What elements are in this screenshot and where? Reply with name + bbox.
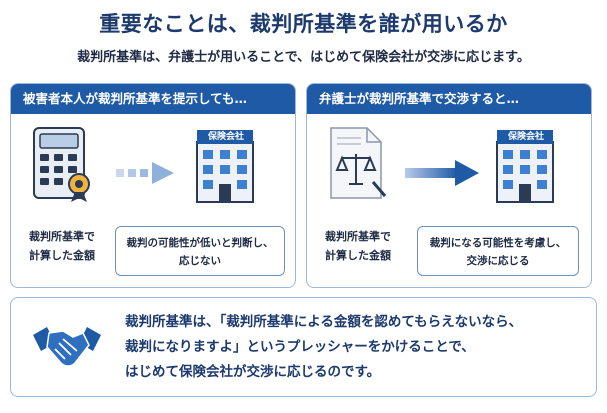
- page-title: 重要なことは、裁判所基準を誰が用いるか: [99, 12, 508, 36]
- panel-self-claim: 被害者本人が裁判所基準を提示しても…: [10, 83, 296, 288]
- amount-caption: 裁判所基準で 計算した金額: [313, 227, 403, 265]
- insurance-building-icon: [191, 128, 261, 206]
- building-sign: 保険会社: [507, 132, 544, 142]
- conclusion-text: 裁判所基準は、「裁判所基準による金額を認めてもらえないなら、 裁判になりますよ」…: [125, 310, 522, 385]
- conclusion-box: 裁判所基準は、「裁判所基準による金額を認めてもらえないなら、 裁判になりますよ」…: [10, 297, 597, 397]
- caption-line: 計算した金額: [325, 249, 391, 262]
- building-sign: 保険会社: [207, 132, 244, 142]
- caption-line: 裁判所基準で: [325, 230, 391, 243]
- note-line: 裁判になる可能性を考慮し、: [429, 237, 567, 249]
- note-line: 裁判の可能性が低いと判断し、: [126, 237, 274, 249]
- caption-line: 計算した金額: [29, 249, 95, 262]
- panel-body: 保険会社 裁判所基準で 計算した金額 裁判になる可能性を考慮し、 交渉に応じる: [307, 114, 591, 287]
- page-subtitle: 裁判所基準は、弁護士が用いることで、はじめて保険会社が交渉に応じます。: [77, 50, 530, 65]
- panel-header: 弁護士が裁判所基準で交渉すると…: [307, 84, 591, 114]
- insurance-building-icon: [491, 128, 561, 206]
- solid-arrow-icon: [405, 158, 481, 188]
- panel-header: 被害者本人が裁判所基準を提示しても…: [11, 84, 295, 114]
- legal-document-icon: [327, 126, 391, 206]
- insurer-response-note: 裁判の可能性が低いと判断し、 応じない: [115, 226, 285, 276]
- conclusion-line: はじめて保険会社が交渉に応じるのです。: [125, 364, 381, 380]
- amount-caption: 裁判所基準で 計算した金額: [17, 227, 107, 265]
- dashed-arrow-icon: [116, 160, 178, 186]
- note-line: 応じない: [179, 255, 221, 267]
- panel-body: 保険会社 裁判所基準で 計算した金額 裁判の可能性が低いと判断し、 応じない: [11, 114, 295, 287]
- caption-line: 裁判所基準で: [29, 230, 95, 243]
- conclusion-line: 裁判になりますよ」というプレッシャーをかけることで、: [125, 339, 475, 355]
- conclusion-line: 裁判所基準は、「裁判所基準による金額を認めてもらえないなら、: [125, 314, 523, 330]
- insurer-response-note: 裁判になる可能性を考慮し、 交渉に応じる: [417, 226, 579, 276]
- panel-lawyer-claim: 弁護士が裁判所基準で交渉すると…: [306, 83, 592, 288]
- note-line: 交渉に応じる: [466, 255, 530, 267]
- handshake-icon: [31, 321, 103, 377]
- calculator-icon: [31, 126, 95, 206]
